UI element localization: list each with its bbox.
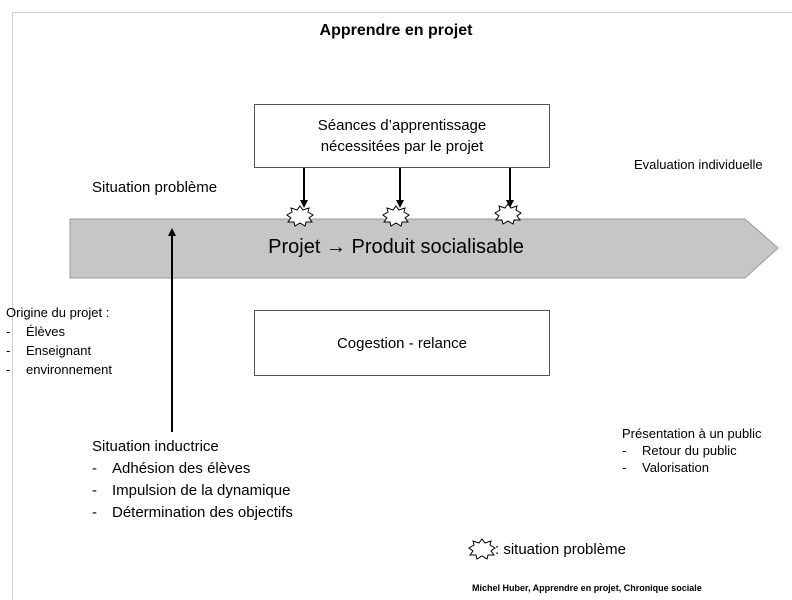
- situation-probleme-label: Situation problème: [92, 179, 218, 196]
- list-item: Adhésion des élèves: [92, 458, 293, 480]
- origine-list: Élèves Enseignant environnement: [6, 322, 112, 379]
- legend-label: : situation problème: [495, 541, 626, 558]
- list-item: Élèves: [6, 322, 112, 341]
- seances-box: Séances d’apprentissage nécessitées par …: [254, 104, 550, 168]
- seances-line-1: Séances d’apprentissage: [317, 117, 487, 134]
- main-process-arrow: [69, 218, 779, 279]
- evaluation-label: Evaluation individuelle: [634, 157, 763, 172]
- starburst-icon: [286, 205, 314, 227]
- situation-inductrice-block: Situation inductrice Adhésion des élèves…: [92, 436, 293, 524]
- diagram-title: Apprendre en projet: [319, 22, 473, 39]
- presentation-list: Retour du public Valorisation: [622, 442, 761, 476]
- list-item: environnement: [6, 360, 112, 379]
- presentation-block: Présentation à un public Retour du publi…: [622, 425, 761, 476]
- source-credit: Michel Huber, Apprendre en projet, Chron…: [472, 583, 702, 593]
- cogestion-label: Cogestion - relance: [336, 334, 468, 352]
- situation-inductrice-list: Adhésion des élèves Impulsion de la dyna…: [92, 458, 293, 524]
- seances-line-2: nécessitées par le projet: [320, 138, 484, 155]
- starburst-icon: [382, 205, 410, 227]
- list-item: Retour du public: [622, 442, 761, 459]
- starburst-icon: [494, 203, 522, 225]
- list-item: Valorisation: [622, 459, 761, 476]
- main-arrow-label: Projet → Produit socialisable: [268, 236, 524, 258]
- presentation-heading: Présentation à un public: [622, 426, 762, 441]
- legend-starburst-icon: [468, 538, 496, 560]
- list-item: Impulsion de la dynamique: [92, 480, 293, 502]
- cogestion-box: Cogestion - relance: [254, 310, 550, 376]
- list-item: Enseignant: [6, 341, 112, 360]
- diagram-frame: [12, 12, 792, 600]
- origine-block: Origine du projet : Élèves Enseignant en…: [6, 303, 112, 379]
- situation-inductrice-heading: Situation inductrice: [92, 438, 219, 455]
- list-item: Détermination des objectifs: [92, 502, 293, 524]
- origine-heading: Origine du projet :: [6, 305, 110, 320]
